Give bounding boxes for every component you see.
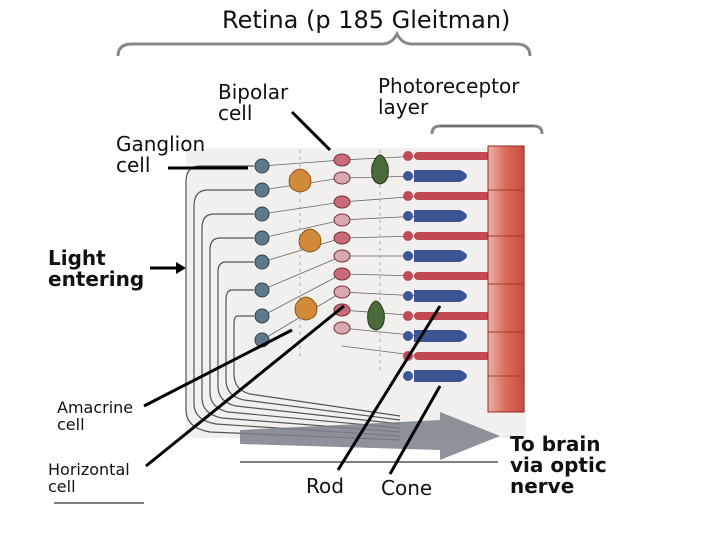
cone-cell xyxy=(403,170,467,182)
bipolar-cell xyxy=(333,195,351,209)
horizontal-cell xyxy=(294,296,318,321)
cone-pointer xyxy=(388,385,442,475)
optic-nerve-arrow xyxy=(240,412,500,460)
bipolar-cell xyxy=(333,153,351,167)
ganglion-cell-label: Ganglion cell xyxy=(116,132,206,177)
amacrine-pointer xyxy=(143,328,293,408)
light-entering-label: Light entering xyxy=(48,246,145,291)
title-brace xyxy=(116,30,532,57)
rod-cell xyxy=(403,191,490,201)
bipolar-pointer xyxy=(290,110,332,152)
rod-cell xyxy=(403,231,490,241)
bipolar-cell xyxy=(333,321,351,335)
horizontal-cell xyxy=(298,228,322,253)
diagram-title: Retina (p 185 Gleitman) xyxy=(222,6,511,34)
amacrine-cell-label: Amacrine cell xyxy=(57,398,134,434)
bipolar-cell xyxy=(333,213,351,227)
ganglion-cell xyxy=(254,182,270,198)
bipolar-cell xyxy=(333,285,351,299)
pigment-epithelium xyxy=(487,145,525,413)
horizontal-cells xyxy=(288,168,322,321)
amacrine-cells xyxy=(367,154,389,331)
ganglion-cell xyxy=(254,308,270,324)
ganglion-cell xyxy=(254,158,270,174)
rod-cell xyxy=(403,271,490,281)
light-arrow xyxy=(150,262,186,274)
rod-cell xyxy=(403,151,490,161)
optic-nerve-label: To brain via optic nerve xyxy=(510,432,607,498)
ganglion-cell xyxy=(254,254,270,270)
bipolar-cell xyxy=(333,171,351,185)
horizontal-pointer xyxy=(145,304,345,468)
cone-cell xyxy=(403,250,467,262)
cone-cell xyxy=(403,290,467,302)
rod-pointer xyxy=(336,305,442,471)
bipolar-cells xyxy=(333,153,351,335)
photoreceptor-cells xyxy=(403,151,490,382)
ganglion-cell xyxy=(254,230,270,246)
ganglion-cells xyxy=(254,158,270,348)
photoreceptor-layer-label: Photoreceptor layer xyxy=(378,74,520,119)
bipolar-cell xyxy=(333,267,351,281)
ganglion-cell xyxy=(254,206,270,222)
cone-label: Cone xyxy=(381,476,433,500)
amacrine-cell xyxy=(371,154,389,185)
rod-label: Rod xyxy=(306,474,344,498)
bipolar-cell xyxy=(333,303,351,317)
cone-cell xyxy=(403,370,467,382)
photoreceptor-brace xyxy=(430,124,544,135)
cone-cell xyxy=(403,330,467,342)
amacrine-cell xyxy=(367,300,385,331)
cone-cell xyxy=(403,210,467,222)
bipolar-cell-label: Bipolar cell xyxy=(218,80,289,125)
horizontal-cell-label: Horizontal cell xyxy=(48,460,130,496)
ganglion-cell xyxy=(254,282,270,298)
bipolar-cell xyxy=(333,231,351,245)
horizontal-cell xyxy=(288,168,312,193)
label-pointers xyxy=(143,110,442,475)
bipolar-cell xyxy=(333,249,351,263)
